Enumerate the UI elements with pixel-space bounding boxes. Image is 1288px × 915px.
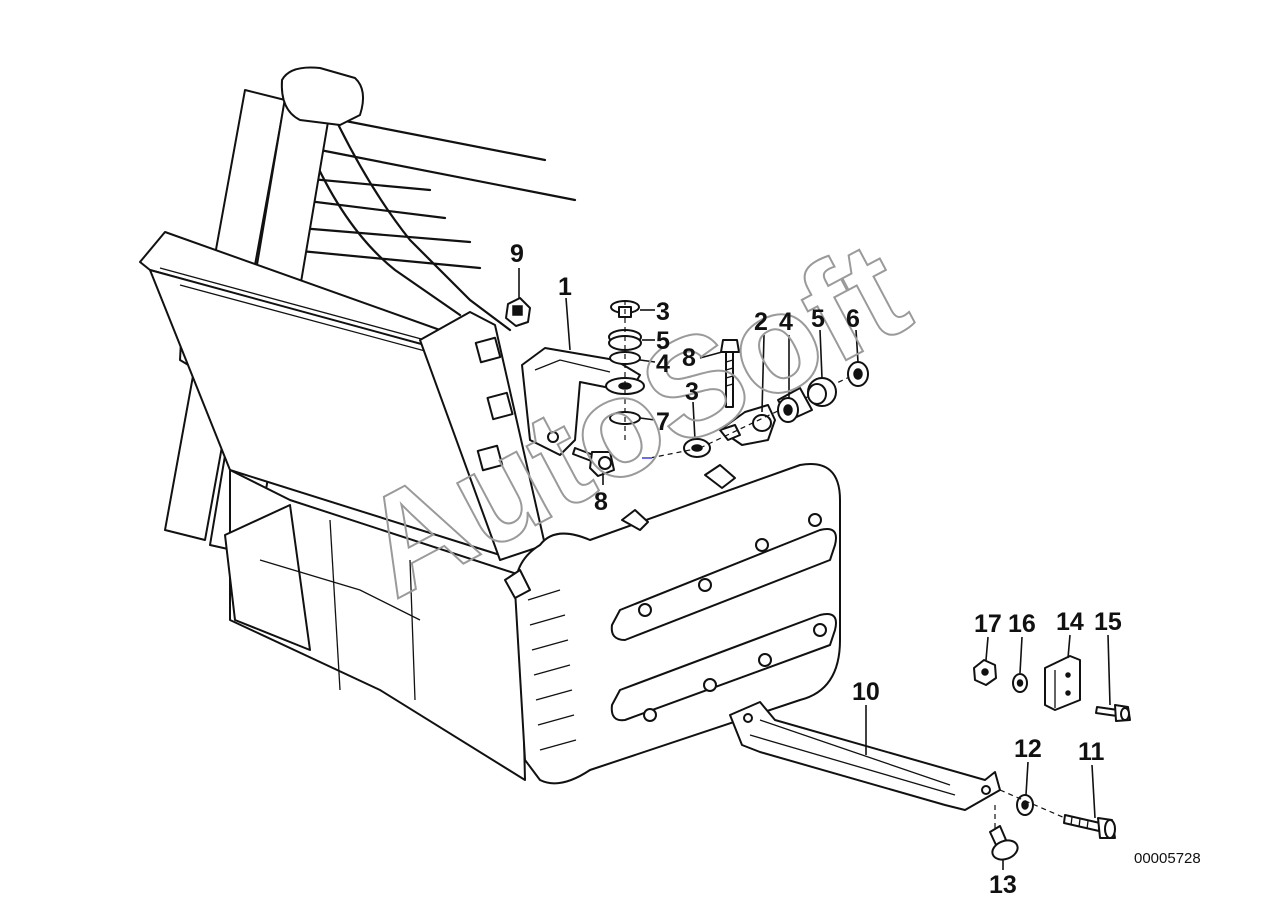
callout-13: 13 — [989, 871, 1017, 899]
part-washer-16 — [1012, 673, 1028, 693]
callout-labels: 9 1 3 5 4 7 8 3 8 2 4 5 6 10 17 16 14 15… — [510, 240, 1122, 899]
callout-16: 16 — [1008, 610, 1036, 638]
callout-7: 7 — [656, 408, 670, 436]
part-bolt-8-upper — [720, 339, 740, 408]
callout-5-stack: 5 — [656, 327, 670, 355]
callout-12: 12 — [1014, 735, 1042, 763]
part-washer-6 — [847, 361, 869, 387]
reference-number: 00005728 — [1134, 850, 1201, 867]
callout-4-stack: 4 — [656, 350, 670, 378]
callout-15: 15 — [1094, 608, 1122, 636]
part-washer-stack — [605, 300, 645, 440]
part-nut-9 — [505, 297, 531, 327]
callout-2: 2 — [754, 308, 768, 336]
leader-lines — [518, 268, 1111, 870]
part-rubber-4 — [777, 387, 813, 423]
callout-8-upper: 8 — [682, 344, 696, 372]
callout-6: 6 — [846, 305, 860, 333]
callout-3-top: 3 — [656, 298, 670, 326]
callout-8-lower: 8 — [594, 488, 608, 516]
callout-17: 17 — [974, 610, 1002, 638]
part-nut-17 — [973, 659, 997, 686]
callout-14: 14 — [1056, 608, 1084, 636]
callout-5-right: 5 — [811, 305, 825, 333]
callout-1: 1 — [558, 273, 572, 301]
callout-3-mid: 3 — [685, 378, 699, 406]
part-bolt-8-lower — [572, 447, 615, 477]
part-clip-14 — [1044, 655, 1081, 711]
callout-11: 11 — [1078, 738, 1105, 766]
part-plug-13 — [989, 805, 1019, 861]
part-screw-15 — [1095, 704, 1131, 722]
part-bracket-1 — [521, 347, 641, 456]
callout-10: 10 — [852, 678, 880, 706]
part-bolt-11 — [999, 789, 1116, 839]
part-washer-3 — [649, 438, 711, 459]
callout-4-right: 4 — [779, 308, 793, 336]
part-bracket-10 — [729, 701, 1001, 811]
callout-9: 9 — [510, 240, 524, 268]
